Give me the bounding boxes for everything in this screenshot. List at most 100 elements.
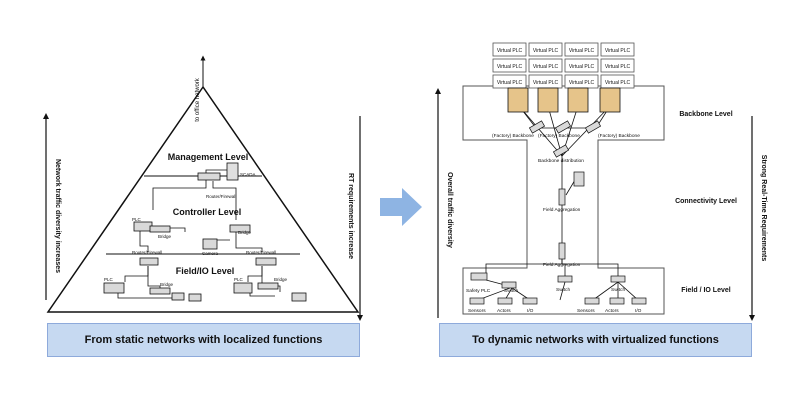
switch-1-label: Switch bbox=[504, 288, 518, 294]
field-io-level-right-label: Field / IO Level bbox=[681, 287, 730, 294]
virtual-plc-label: Virtual PLC bbox=[497, 64, 523, 70]
virtual-plc-label: Virtual PLC bbox=[533, 80, 559, 86]
connectivity-level-label: Connectivity Level bbox=[675, 198, 737, 205]
io-2-label: I/O bbox=[635, 308, 642, 314]
right-backbone-labels: (Factory) Backbone (Factory) Backbone (F… bbox=[492, 133, 640, 268]
plc-bottom-right-label: PLC bbox=[234, 277, 244, 282]
bridge-bottom-right-icon bbox=[257, 282, 279, 290]
field-device-2-icon bbox=[188, 293, 202, 302]
server-2-icon bbox=[537, 87, 559, 113]
connectivity-device-icon bbox=[573, 171, 585, 187]
field-aggregation-label-2: Field Aggregation bbox=[543, 262, 581, 268]
router-top-label: Router/Firewall bbox=[206, 194, 236, 199]
virtual-plc-label: Virtual PLC bbox=[605, 80, 631, 86]
transition-arrow bbox=[380, 188, 422, 226]
server-1-icon bbox=[507, 87, 529, 113]
left-device-labels: SCADA Router/Firewall PLC Bridge Bridge … bbox=[104, 172, 288, 287]
strong-rt-label: Strong Real-Time Requirements bbox=[760, 155, 767, 262]
backbone-switch-2-icon bbox=[554, 120, 572, 134]
bridge-left-label: Bridge bbox=[158, 234, 172, 239]
plc-bottom-left-icon bbox=[103, 282, 125, 294]
left-axis-label: Network traffic diversity increases bbox=[54, 159, 61, 273]
io-1-label: I/O bbox=[527, 308, 534, 314]
router-firewall-top-icon bbox=[197, 172, 221, 181]
scada-label: SCADA bbox=[240, 172, 256, 177]
management-level-label: Management Level bbox=[168, 152, 249, 162]
left-devices bbox=[103, 162, 307, 302]
sensors-1-label: Sensors bbox=[468, 308, 486, 314]
left-pyramid bbox=[46, 55, 360, 313]
actors-1-label: Actors bbox=[497, 308, 511, 314]
field-aggregation-switch-2-icon bbox=[558, 242, 566, 260]
field-aggregation-label-1: Field Aggregation bbox=[543, 207, 581, 213]
safety-plc-label: Safety PLC bbox=[466, 288, 491, 294]
backbone-switches bbox=[528, 120, 602, 260]
plc-bottom-right-icon bbox=[233, 282, 253, 294]
bridge-right-icon bbox=[229, 224, 251, 233]
router-firewall-right-icon bbox=[255, 257, 277, 266]
virtual-plc-label: Virtual PLC bbox=[533, 64, 559, 70]
backbone-label-2: (Factory) Backbone bbox=[538, 133, 580, 139]
actors-1-icon bbox=[497, 297, 513, 305]
virtual-plc-box bbox=[528, 42, 563, 57]
plc-bottom-left-label: PLC bbox=[104, 277, 114, 282]
virtual-plc-label: Virtual PLC bbox=[569, 80, 595, 86]
switch-3-icon bbox=[610, 275, 626, 283]
virtual-plc-box bbox=[564, 42, 599, 57]
field-devices bbox=[469, 272, 647, 305]
switch-1-icon bbox=[501, 281, 517, 289]
overall-traffic-label: Overall traffic diversity bbox=[446, 172, 453, 248]
backbone-label-1: (Factory) Backbone bbox=[492, 133, 534, 139]
router-left-label: Router/Firewall bbox=[132, 250, 162, 255]
io-2-icon bbox=[631, 297, 647, 305]
virtual-plc-label: Virtual PLC bbox=[569, 48, 595, 54]
backbone-distribution-label: Backbone distribution bbox=[538, 158, 584, 164]
virtual-plc-box bbox=[600, 58, 635, 73]
actors-2-label: Actors bbox=[605, 308, 619, 314]
field-aggregation-switch-1-icon bbox=[558, 188, 566, 206]
bridge-bottom-left-label: Bridge bbox=[160, 282, 174, 287]
router-firewall-left-icon bbox=[139, 257, 159, 266]
controller-level-label: Controller Level bbox=[173, 207, 242, 217]
virtual-plc-label: Virtual PLC bbox=[569, 64, 595, 70]
server-4-icon bbox=[599, 87, 621, 113]
actors-2-icon bbox=[609, 297, 625, 305]
safety-plc-icon bbox=[470, 272, 488, 281]
camera-icon bbox=[202, 238, 218, 250]
virtual-plc-box bbox=[528, 58, 563, 73]
virtual-plc-box bbox=[492, 58, 527, 73]
field-io-level-label: Field/IO Level bbox=[176, 266, 235, 276]
sensors-2-icon bbox=[584, 297, 600, 305]
plc-left-icon bbox=[133, 221, 153, 232]
io-1-icon bbox=[522, 297, 538, 305]
virtual-plc-label: Virtual PLC bbox=[497, 48, 523, 54]
virtual-plc-box bbox=[600, 42, 635, 57]
plc-left-label: PLC bbox=[132, 217, 142, 222]
field-device-1-icon bbox=[171, 292, 185, 301]
sensors-2-label: Sensors bbox=[577, 308, 595, 314]
virtual-plc-box bbox=[564, 58, 599, 73]
switch-3-label: Switch bbox=[611, 287, 625, 293]
backbone-switch-3-icon bbox=[584, 120, 602, 134]
bridge-left-icon bbox=[149, 225, 171, 233]
left-wires bbox=[117, 169, 281, 299]
virtual-plc-label: Virtual PLC bbox=[497, 80, 523, 86]
camera-label: Camera bbox=[202, 251, 219, 256]
switch-2-label: Switch bbox=[556, 287, 570, 293]
server-3-icon bbox=[567, 87, 589, 113]
virtual-plc-label: Virtual PLC bbox=[605, 64, 631, 70]
left-banner: From static networks with localized func… bbox=[47, 323, 360, 357]
bridge-right-label: Bridge bbox=[238, 230, 252, 235]
backbone-servers bbox=[507, 87, 621, 113]
bridge-bottom-right-label: Bridge bbox=[274, 277, 288, 282]
backbone-switch-1-icon bbox=[528, 120, 546, 134]
sensors-1-icon bbox=[469, 297, 485, 305]
router-right-label: Router/Firewall bbox=[246, 250, 276, 255]
backbone-label-3: (Factory) Backbone bbox=[598, 133, 640, 139]
switch-2-icon bbox=[557, 275, 573, 283]
to-office-network-label: to office network bbox=[195, 77, 201, 122]
virtual-plc-label: Virtual PLC bbox=[533, 48, 559, 54]
virtual-plc-box bbox=[492, 42, 527, 57]
virtual-plc-label: Virtual PLC bbox=[605, 48, 631, 54]
